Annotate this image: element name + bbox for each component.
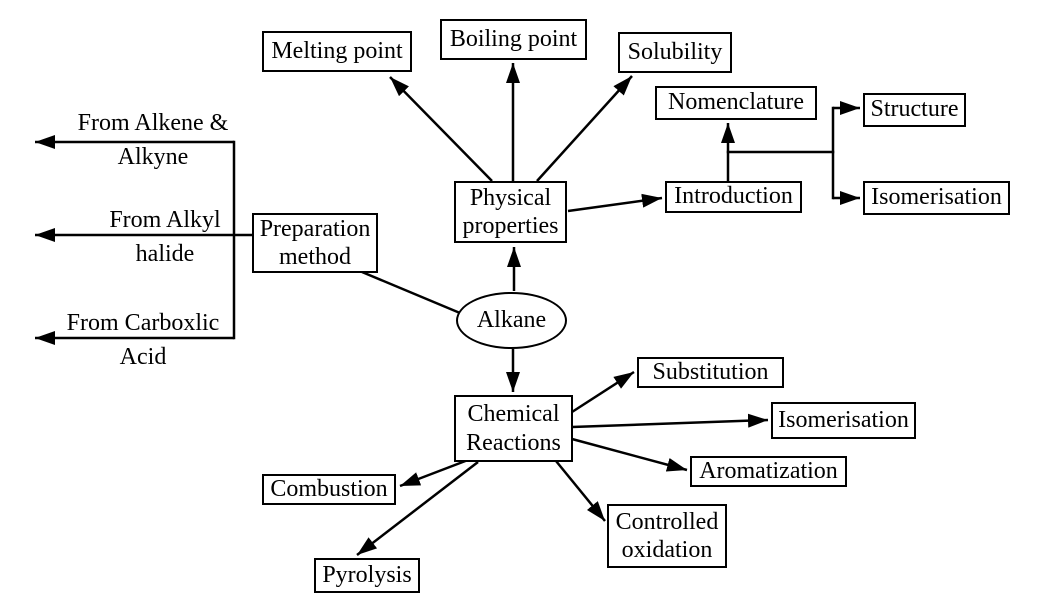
node-label: Alkane: [476, 306, 547, 333]
label-line2: halide: [135, 241, 195, 267]
edge-chemical-isomerisation: [571, 413, 769, 429]
node-isomerisation-lower: Isomerisation: [771, 402, 916, 439]
node-label: Structure: [870, 96, 959, 123]
label-from-alkene-alkyne: From Alkene & Alkyne: [53, 106, 253, 174]
node-physical-properties: Physical properties: [454, 181, 567, 243]
label-from-carboxlic-acid: From Carboxlic Acid: [43, 306, 243, 374]
node-boiling-point: Boiling point: [440, 19, 587, 60]
edge-chemical-controlled-oxidation: [555, 460, 606, 522]
node-substitution: Substitution: [637, 357, 784, 388]
node-combustion: Combustion: [262, 474, 396, 505]
node-label: Combustion: [270, 475, 388, 502]
node-label-line2: Reactions: [466, 429, 561, 456]
node-label: Isomerisation: [778, 406, 909, 433]
node-nomenclature: Nomenclature: [655, 86, 817, 120]
node-label-line1: Chemical: [467, 400, 560, 427]
node-pyrolysis: Pyrolysis: [314, 558, 420, 593]
node-label: Introduction: [674, 183, 793, 210]
node-structure: Structure: [863, 93, 966, 127]
node-label: Boiling point: [449, 25, 578, 52]
node-preparation-method: Preparation method: [252, 213, 378, 273]
node-label-line2: oxidation: [621, 537, 713, 563]
node-label-line1: Preparation: [259, 216, 371, 242]
node-label: Aromatization: [699, 457, 838, 484]
node-label: Isomerisation: [871, 184, 1002, 211]
edge-chemical-substitution: [571, 370, 635, 414]
node-solubility: Solubility: [618, 32, 732, 73]
label-line2: Acid: [119, 344, 167, 370]
node-label: Substitution: [652, 358, 769, 385]
node-label-line1: Controlled: [615, 509, 719, 535]
node-controlled-oxidation: Controlled oxidation: [607, 504, 727, 568]
node-chemical-reactions: Chemical Reactions: [454, 395, 573, 462]
label-line1: From Alkene &: [77, 110, 229, 136]
node-label: Melting point: [271, 37, 403, 64]
node-isomerisation-upper: Isomerisation: [863, 181, 1010, 215]
edge-physical-introduction: [567, 193, 663, 213]
edge-chemical-pyrolysis: [356, 461, 479, 556]
edge-preparation-alkane: [361, 270, 461, 315]
node-label-line2: properties: [462, 213, 559, 239]
node-aromatization: Aromatization: [690, 456, 847, 487]
label-line2: Alkyne: [117, 144, 189, 170]
node-label-line2: method: [279, 244, 351, 270]
node-melting-point: Melting point: [262, 31, 412, 72]
node-introduction: Introduction: [665, 181, 802, 213]
node-label-line1: Physical: [469, 185, 552, 211]
node-label: Nomenclature: [668, 89, 804, 116]
label-line1: From Alkyl: [109, 207, 221, 233]
node-label: Solubility: [627, 38, 723, 65]
edge-physical-melting: [389, 76, 493, 182]
node-alkane: Alkane: [456, 292, 567, 349]
label-from-alkyl-halide: From Alkyl halide: [65, 203, 265, 271]
edge-physical-solubility: [536, 75, 633, 182]
edge-chemical-aromatization: [571, 437, 688, 472]
edge-chemical-combustion: [399, 458, 469, 488]
label-line1: From Carboxlic: [66, 310, 220, 336]
node-label: Pyrolysis: [322, 561, 412, 588]
